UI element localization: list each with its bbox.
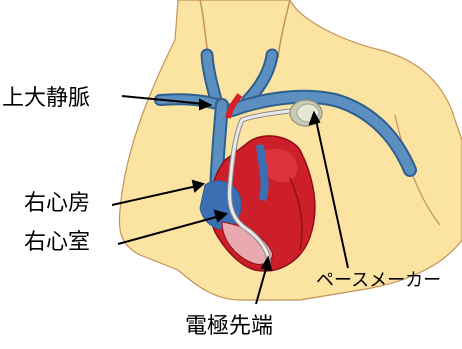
label-electrode-tip: 電極先端 xyxy=(185,316,273,338)
label-right-ventricle: 右心室 xyxy=(24,232,90,254)
label-right-atrium: 右心房 xyxy=(24,193,90,215)
label-pacemaker: ペースメーカー xyxy=(316,272,441,290)
label-superior-vena-cava: 上大静脈 xyxy=(2,88,90,110)
